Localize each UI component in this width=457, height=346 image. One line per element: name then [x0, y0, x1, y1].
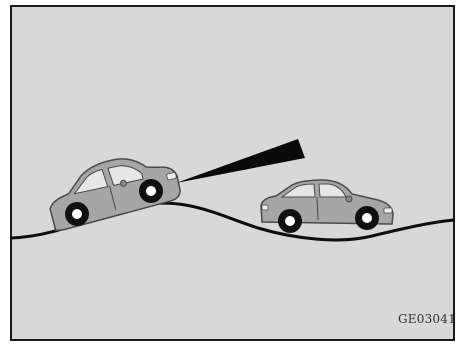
front-car-taillight	[262, 205, 268, 210]
rear-car-headlight	[166, 172, 176, 180]
front-car-headlight	[384, 208, 392, 213]
front-car-front-hub	[362, 213, 372, 223]
panel-background	[11, 6, 454, 340]
rear-car-rear-hub	[72, 209, 82, 219]
rear-car-front-hub	[146, 186, 156, 196]
front-car-rear-hub	[285, 216, 295, 226]
figure-code: GE03041	[398, 312, 456, 326]
front-car-mirror	[346, 196, 352, 202]
